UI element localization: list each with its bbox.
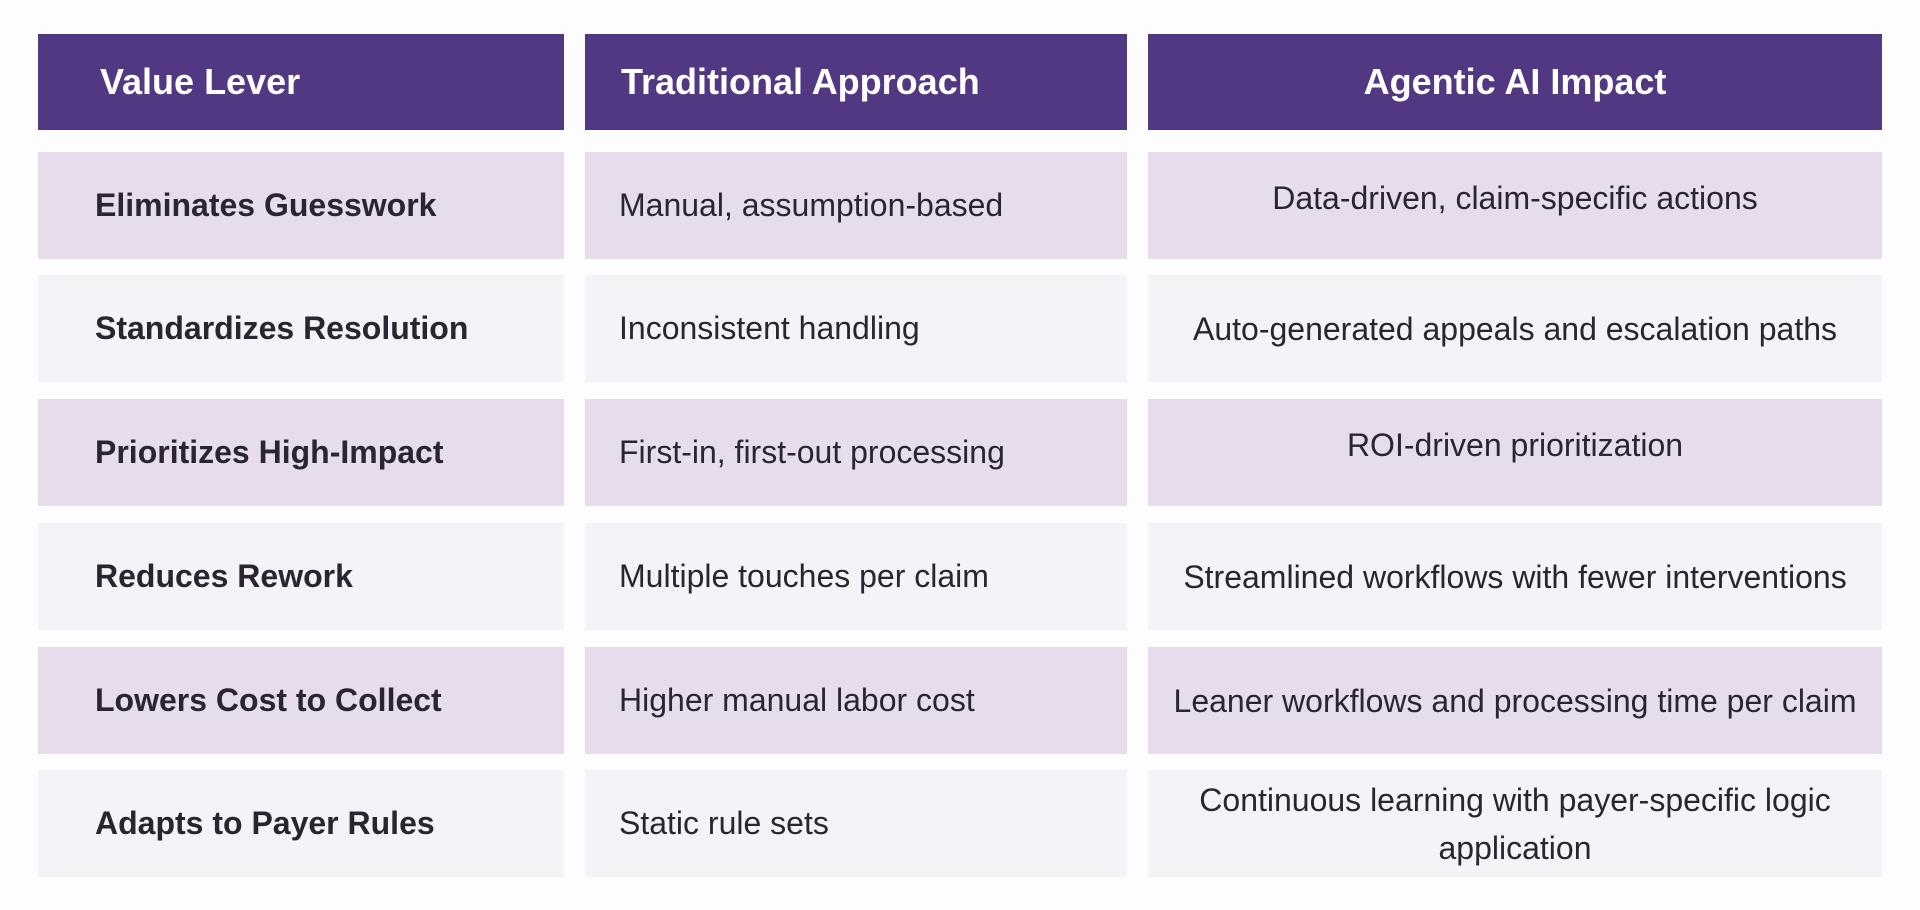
table-cell-lever: Reduces Rework [38,523,564,630]
table-cell-traditional: Inconsistent handling [585,275,1127,382]
table-cell-traditional: Higher manual labor cost [585,647,1127,754]
header-traditional-approach: Traditional Approach [585,34,1127,130]
table-cell-traditional: Static rule sets [585,770,1127,877]
table-cell-traditional: Multiple touches per claim [585,523,1127,630]
table-cell-agentic: Data-driven, claim-specific actions [1148,152,1882,259]
table-cell-lever: Adapts to Payer Rules [38,770,564,877]
table-cell-lever: Standardizes Resolution [38,275,564,382]
header-value-lever: Value Lever [38,34,564,130]
table-cell-agentic: Continuous learning with payer-specific … [1148,770,1882,877]
table-cell-traditional: Manual, assumption-based [585,152,1127,259]
table-cell-lever: Prioritizes High-Impact [38,399,564,506]
table-cell-agentic: Streamlined workflows with fewer interve… [1148,523,1882,630]
table-cell-lever: Lowers Cost to Collect [38,647,564,754]
table-cell-lever: Eliminates Guesswork [38,152,564,259]
table-cell-traditional: First-in, first-out processing [585,399,1127,506]
table-cell-agentic: Leaner workflows and processing time per… [1148,647,1882,754]
header-agentic-ai-impact: Agentic AI Impact [1148,34,1882,130]
table-cell-agentic: ROI-driven prioritization [1148,399,1882,506]
table-cell-agentic: Auto-generated appeals and escalation pa… [1148,275,1882,382]
